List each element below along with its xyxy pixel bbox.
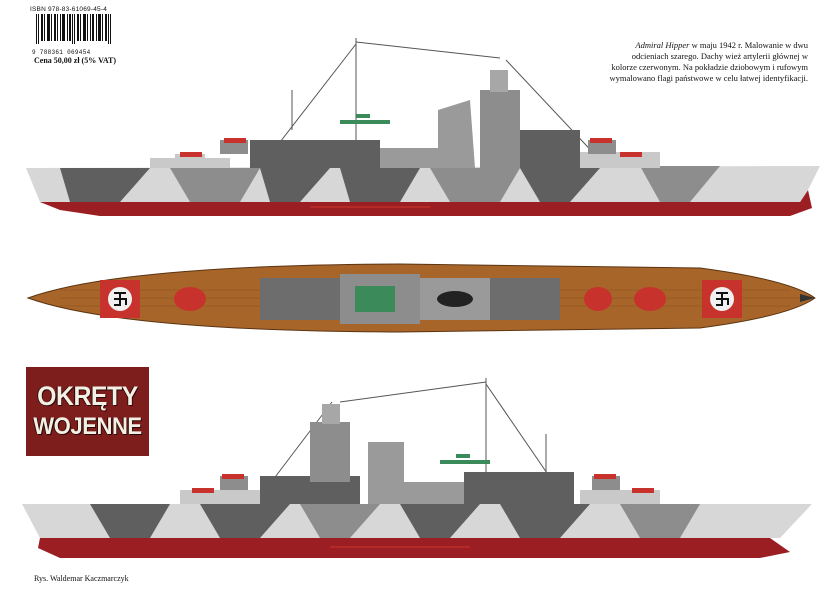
hull-waterline <box>40 190 812 216</box>
swastika-flag-icon <box>100 280 140 318</box>
caption-ship-name: Admiral Hipper <box>635 40 690 50</box>
ship-deck-plan <box>26 263 816 333</box>
hull-camouflage <box>60 166 720 202</box>
main-turrets <box>190 474 660 502</box>
turret-roofs <box>174 287 666 311</box>
hull-camouflage <box>90 504 700 538</box>
caption-text: w maju 1942 r. Malowanie w dwu odcieniac… <box>609 40 808 83</box>
superstructure <box>180 404 660 504</box>
ship-profile-starboard <box>26 38 820 216</box>
okrety-wojenne-logo: OKRĘTY WOJENNE <box>26 367 149 456</box>
main-turrets <box>175 138 648 166</box>
aircraft-icon <box>440 454 490 464</box>
isbn-block: ISBN 978-83-61069-45-4 9 788361 069454 C… <box>30 6 120 65</box>
price-text: Cena 50,00 zł (5% VAT) <box>34 56 116 65</box>
isbn-text: ISBN 978-83-61069-45-4 <box>30 6 108 13</box>
barcode-icon <box>36 14 111 44</box>
swastika-flag-icon <box>702 280 742 318</box>
caption: Admiral Hipper w maju 1942 r. Malowanie … <box>608 40 808 84</box>
aircraft-icon <box>340 114 390 124</box>
deck-superstructure <box>260 274 560 324</box>
ship-profile-port <box>22 378 812 558</box>
illustration-credit: Rys. Waldemar Kaczmarczyk <box>34 574 129 583</box>
logo-line2: WOJENNE <box>33 413 142 440</box>
barcode-number: 9 788361 069454 <box>32 49 91 56</box>
logo-line1: OKRĘTY <box>37 381 138 411</box>
